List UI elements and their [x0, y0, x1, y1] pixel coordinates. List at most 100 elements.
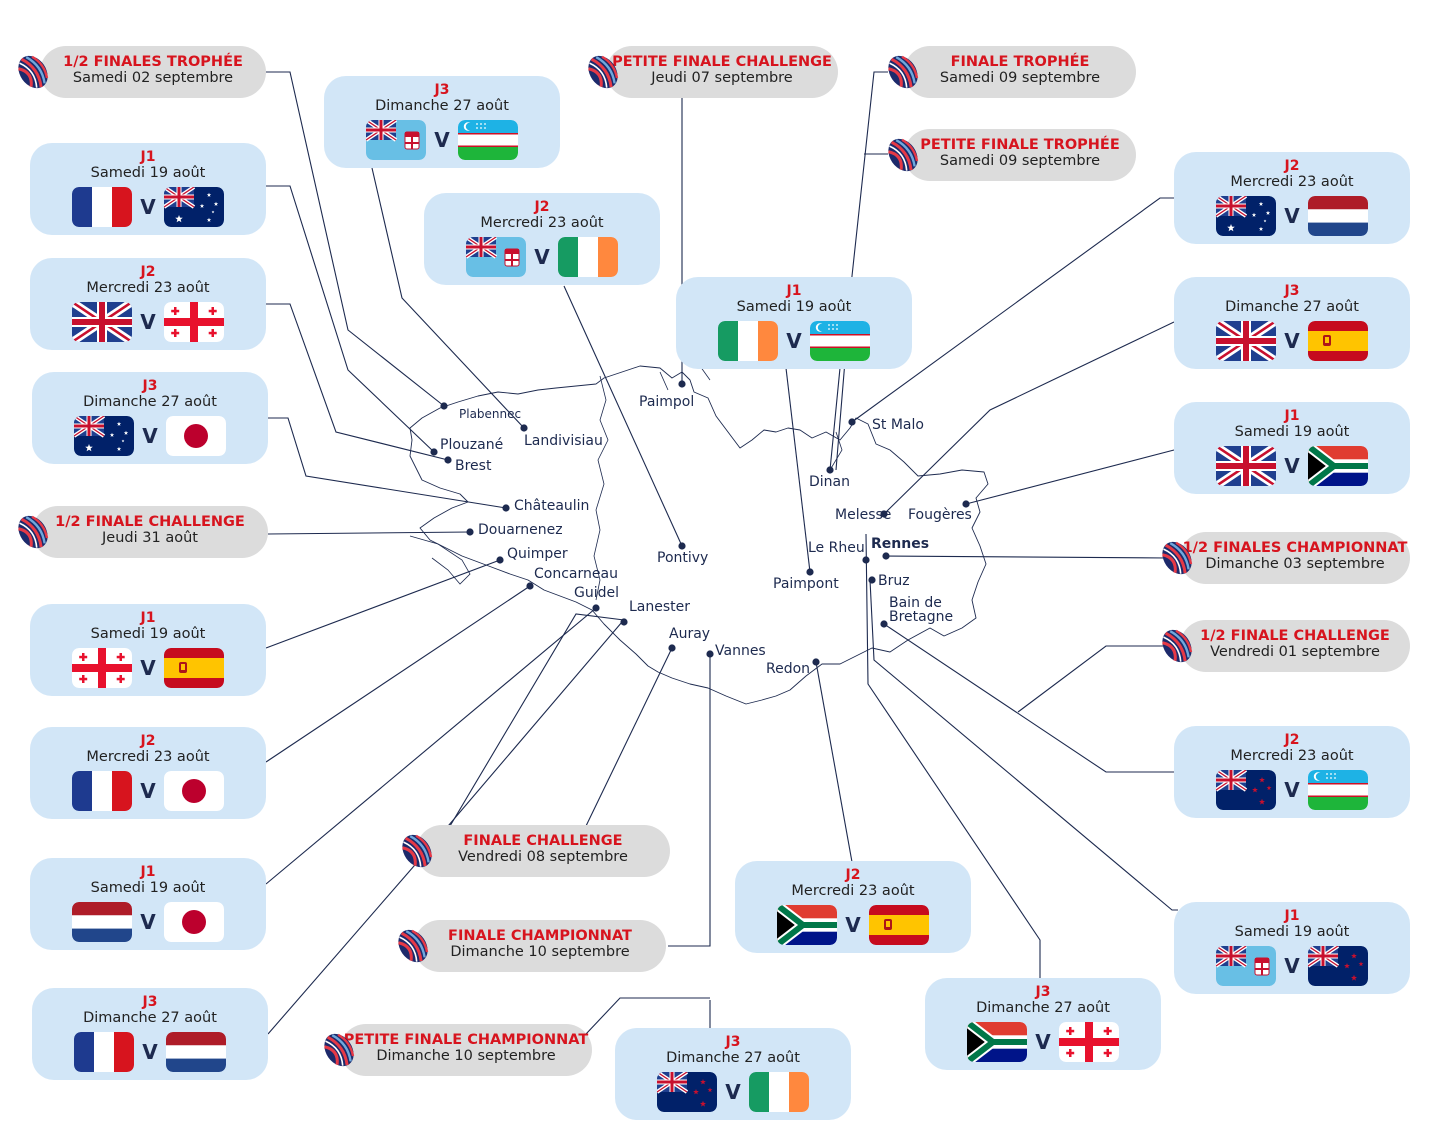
match-day: J3	[725, 1034, 741, 1050]
home-flag	[1216, 446, 1277, 486]
match-teams: V	[32, 1032, 268, 1072]
south-africa-flag-icon	[777, 905, 838, 945]
city-label-pontivy: Pontivy	[657, 550, 709, 566]
city-label-baindebretagne: Bain de Bretagne	[889, 595, 954, 625]
match-card: J3 Dimanche 27 août V	[324, 76, 560, 168]
city-label-stmalo: St Malo	[872, 417, 924, 433]
france-flag-icon	[74, 1032, 135, 1072]
vs-label: V	[534, 245, 550, 269]
away-flag	[1307, 446, 1368, 486]
final-date: Samedi 02 septembre	[72, 70, 234, 86]
vs-label: V	[142, 424, 158, 448]
match-teams: V	[1174, 770, 1410, 810]
away-flag	[165, 1032, 226, 1072]
vs-label: V	[140, 656, 156, 680]
fiji-flag-icon	[1216, 946, 1277, 986]
line-m10-paimpont	[785, 367, 811, 573]
rugby-ball-icon	[1158, 627, 1196, 665]
line-m9-pontivy	[563, 285, 683, 547]
city-label-douarnenez: Douarnenez	[478, 522, 563, 538]
home-flag	[967, 1022, 1028, 1062]
city-label-quimper: Quimper	[507, 546, 568, 562]
city-label-redon: Redon	[766, 661, 811, 677]
final-pill: 1/2 FINALE CHALLENGE Vendredi 01 septemb…	[1180, 620, 1410, 672]
match-card: J2 Mercredi 23 août V	[735, 861, 971, 953]
france-flag-icon	[72, 187, 133, 227]
line-f8-auray	[585, 647, 673, 827]
match-date: Mercredi 23 août	[480, 215, 604, 231]
match-date: Mercredi 23 août	[1230, 748, 1354, 764]
final-pill: PETITE FINALE TROPHÉE Samedi 09 septembr…	[904, 129, 1136, 181]
home-flag	[72, 771, 133, 811]
away-flag	[1307, 946, 1368, 986]
match-teams: V	[1174, 321, 1410, 361]
match-date: Samedi 19 août	[90, 165, 206, 181]
city-label-landivisiau: Landivisiau	[524, 433, 603, 449]
final-pill: 1/2 FINALES TROPHÉE Samedi 02 septembre	[40, 46, 266, 98]
dot-quimper	[496, 556, 504, 564]
match-date: Mercredi 23 août	[86, 280, 210, 296]
match-card: J1 Samedi 19 août V	[1174, 402, 1410, 494]
match-date: Dimanche 27 août	[375, 98, 509, 114]
home-flag	[1216, 196, 1277, 236]
city-label-dinan: Dinan	[809, 474, 850, 490]
home-flag	[718, 321, 779, 361]
home-flag	[1216, 321, 1277, 361]
home-flag	[366, 120, 427, 160]
vs-label: V	[140, 779, 156, 803]
match-card: J3 Dimanche 27 août V	[615, 1028, 851, 1120]
match-teams: V	[424, 237, 660, 277]
match-teams: V	[615, 1072, 851, 1112]
line-m10-dinan	[829, 367, 841, 471]
vs-label: V	[1035, 1030, 1051, 1054]
away-flag	[868, 905, 929, 945]
match-day: J1	[140, 864, 156, 880]
match-card: J2 Mercredi 23 août V	[30, 727, 266, 819]
match-date: Dimanche 27 août	[1225, 299, 1359, 315]
match-day: J1	[786, 283, 802, 299]
match-day: J3	[434, 82, 450, 98]
match-date: Dimanche 27 août	[83, 1010, 217, 1026]
spain-flag-icon	[1307, 321, 1368, 361]
match-day: J3	[142, 378, 158, 394]
city-label-vannes: Vannes	[715, 643, 766, 659]
final-date: Dimanche 10 septembre	[450, 944, 630, 960]
city-label-rennes: Rennes	[871, 536, 930, 552]
vs-label: V	[140, 195, 156, 219]
dot-lanester	[620, 618, 628, 626]
city-label-paimpont: Paimpont	[773, 576, 839, 592]
final-pill: FINALE TROPHÉE Samedi 09 septembre	[904, 46, 1136, 98]
netherlands-flag-icon	[1307, 196, 1368, 236]
city-label-lanester: Lanester	[629, 599, 691, 615]
match-day: J1	[140, 610, 156, 626]
vs-label: V	[142, 1040, 158, 1064]
away-flag	[163, 771, 224, 811]
match-date: Samedi 19 août	[90, 880, 206, 896]
dot-pontivy	[678, 542, 686, 550]
rugby-ball-icon	[584, 53, 622, 91]
final-title: 1/2 FINALE CHALLENGE	[1200, 628, 1390, 644]
city-label-fougeres: Fougères	[908, 507, 972, 523]
home-flag	[1216, 946, 1277, 986]
ireland-flag-icon	[718, 321, 779, 361]
match-card: J1 Samedi 19 août V	[676, 277, 912, 369]
united-kingdom-flag-icon	[1216, 321, 1277, 361]
match-card: J2 Mercredi 23 août V	[1174, 152, 1410, 244]
line-m4-quimper	[265, 559, 501, 649]
ireland-flag-icon	[748, 1072, 809, 1112]
rugby-ball-icon	[884, 136, 922, 174]
dot-vannes	[706, 650, 714, 658]
match-card: J3 Dimanche 27 août V	[925, 978, 1161, 1070]
final-pill: PETITE FINALE CHALLENGE Jeudi 07 septemb…	[606, 46, 838, 98]
away-flag	[163, 648, 224, 688]
final-pill: FINALE CHAMPIONNAT Dimanche 10 septembre	[414, 920, 666, 972]
dot-fougeres	[962, 500, 970, 508]
home-flag	[72, 302, 133, 342]
vs-label: V	[1284, 778, 1300, 802]
australia-flag-icon	[74, 416, 135, 456]
away-flag	[809, 321, 870, 361]
rugby-ball-icon	[884, 53, 922, 91]
line-m5-concarneau	[265, 585, 531, 763]
away-flag	[1307, 196, 1368, 236]
line-m2-brest	[266, 303, 449, 461]
